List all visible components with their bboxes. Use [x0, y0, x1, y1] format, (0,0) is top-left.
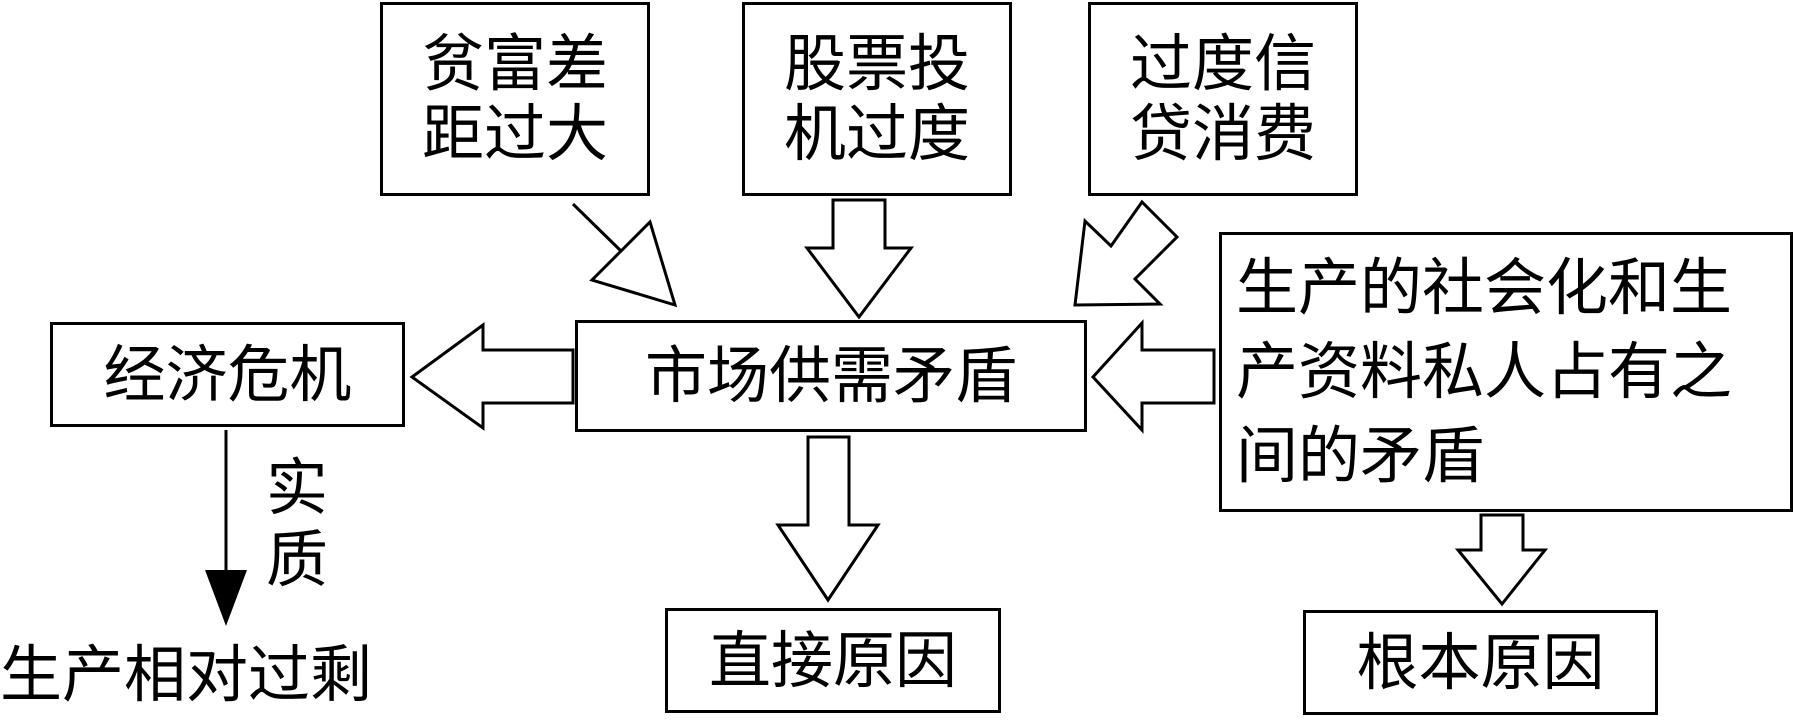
node-stock-speculation: 股票投机过度 — [742, 2, 1012, 196]
node-market-contradiction: 市场供需矛盾 — [575, 320, 1087, 432]
arrow-crisis-to-overproduction-head — [205, 570, 247, 626]
arrow-market-to-crisis — [409, 322, 575, 431]
node-poverty-gap: 贫富差距过大 — [380, 2, 650, 196]
arrow-stock-to-market — [803, 198, 915, 320]
node-credit-consumption-label: 过度信贷消费 — [1129, 27, 1316, 170]
arrow-market-to-direct — [775, 435, 881, 603]
arrow-credit-to-market — [1073, 199, 1180, 307]
node-overproduction: 生产相对过剩 — [0, 638, 373, 711]
node-poverty-gap-label: 贫富差距过大 — [421, 27, 608, 170]
node-direct-cause: 直接原因 — [665, 608, 1001, 713]
label-essence: 实质 — [262, 452, 332, 596]
node-market-contradiction-label: 市场供需矛盾 — [644, 339, 1017, 412]
label-essence-text: 实质 — [265, 451, 328, 596]
arrow-poverty-to-market — [571, 202, 678, 308]
node-credit-consumption: 过度信贷消费 — [1088, 2, 1358, 196]
node-fundamental-contradiction-label: 生产的社会化和生产资料私人占有之间的矛盾 — [1236, 251, 1733, 492]
node-root-cause: 根本原因 — [1303, 610, 1658, 715]
arrow-fundamental-to-market — [1090, 319, 1216, 434]
node-stock-speculation-label: 股票投机过度 — [783, 27, 970, 170]
node-economic-crisis-label: 经济危机 — [103, 337, 352, 411]
node-root-cause-label: 根本原因 — [1356, 625, 1605, 699]
arrow-fundamental-to-root — [1454, 513, 1549, 607]
node-economic-crisis: 经济危机 — [50, 322, 405, 427]
node-fundamental-contradiction: 生产的社会化和生产资料私人占有之间的矛盾 — [1219, 232, 1793, 512]
node-direct-cause-label: 直接原因 — [708, 623, 957, 697]
